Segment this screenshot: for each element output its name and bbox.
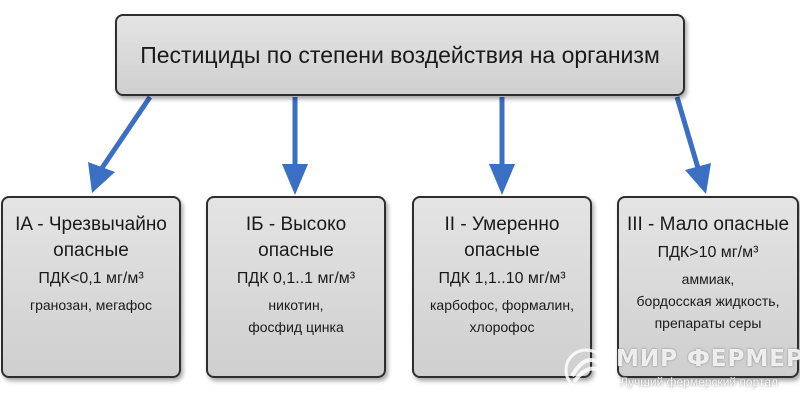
category-ii-examples: карбофос, формалин, хлорофос bbox=[429, 297, 574, 335]
farmer-logo-icon bbox=[564, 348, 608, 392]
watermark: МИР ФЕРМЕРА Лучший фермерский портал bbox=[560, 340, 800, 400]
category-ia-node: IA - Чрезвычайно опасные ПДК<0,1 мг/м³ г… bbox=[1, 196, 181, 378]
category-ib-examples: никотин, фосфид цинка bbox=[248, 297, 344, 335]
category-iii-examples: аммиак, бордосская жидкость, препараты с… bbox=[636, 271, 780, 331]
watermark-title: МИР ФЕРМЕРА bbox=[616, 346, 800, 372]
category-ia-examples: гранозан, мегафос bbox=[29, 297, 153, 313]
category-ii-title: II - Умеренно опасные bbox=[444, 214, 560, 261]
root-node: Пестициды по степени воздействия на орга… bbox=[115, 14, 685, 96]
category-iii-node: III - Мало опасные ПДК>10 мг/м³ аммиак, … bbox=[617, 196, 799, 378]
category-ib-title: IБ - Высоко опасные bbox=[245, 214, 347, 261]
category-ia-pdk: ПДК<0,1 мг/м³ bbox=[38, 270, 144, 287]
category-ii-node: II - Умеренно опасные ПДК 1,1..10 мг/м³ … bbox=[412, 196, 592, 378]
arrow-to-ib bbox=[282, 97, 308, 195]
category-iii-title: III - Мало опасные bbox=[626, 214, 790, 235]
category-iii-pdk: ПДК>10 мг/м³ bbox=[657, 244, 759, 261]
category-ia-title: IA - Чрезвычайно опасные bbox=[15, 214, 167, 261]
category-ii-pdk: ПДК 1,1..10 мг/м³ bbox=[438, 270, 566, 287]
watermark-subtitle: Лучший фермерский портал bbox=[620, 375, 779, 389]
arrow-to-ia bbox=[88, 95, 153, 193]
category-ib-pdk: ПДК 0,1..1 мг/м³ bbox=[236, 270, 356, 287]
root-title: Пестициды по степени воздействия на орга… bbox=[140, 41, 660, 68]
category-ib-node: IБ - Высоко опасные ПДК 0,1..1 мг/м³ ник… bbox=[206, 196, 386, 378]
arrow-to-ii bbox=[489, 97, 515, 195]
arrow-to-iii bbox=[674, 96, 711, 194]
